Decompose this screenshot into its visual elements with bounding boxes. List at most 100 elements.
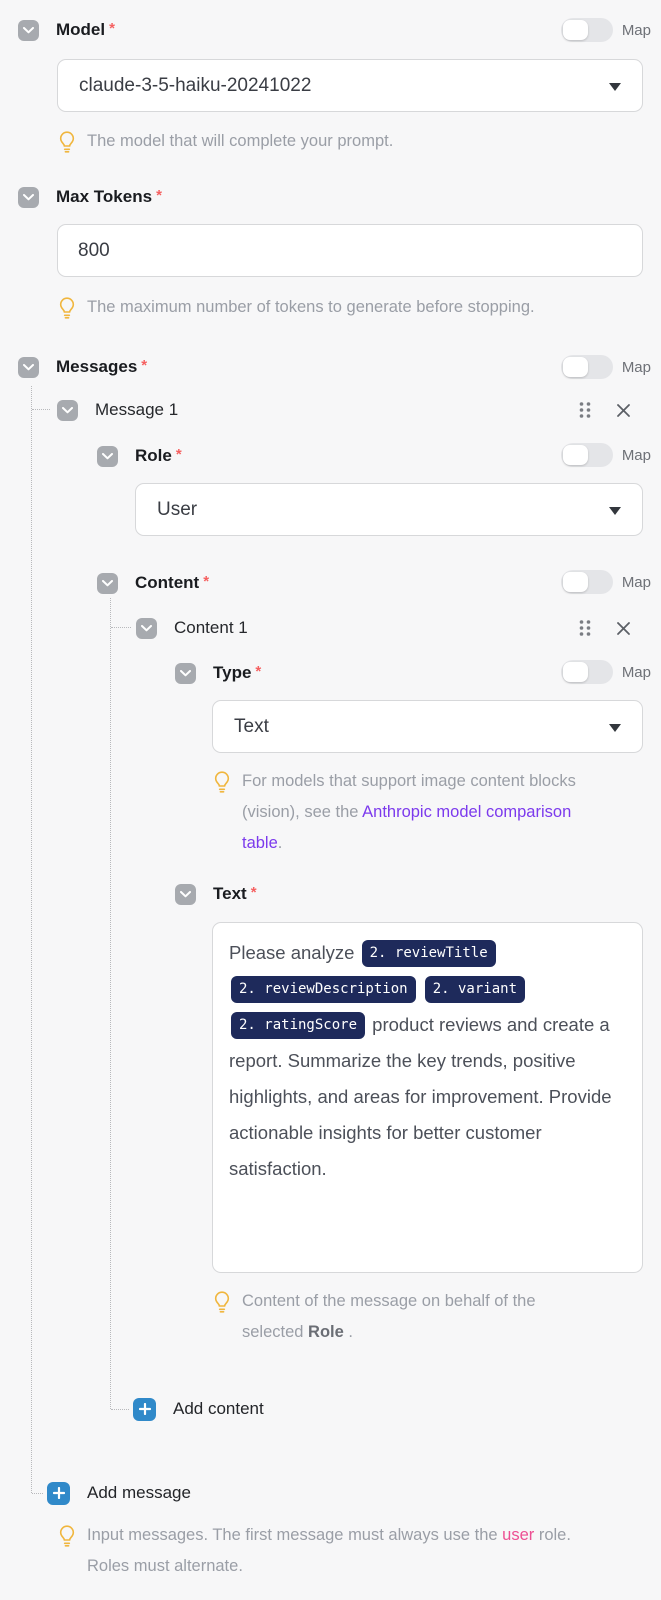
text-field-header: Text* — [175, 883, 257, 905]
map-toggle-label: Map — [621, 21, 651, 39]
messages-field-header: Messages* — [18, 356, 147, 378]
collapse-chevron-icon[interactable] — [175, 662, 196, 684]
model-field-header: Model* — [18, 19, 115, 41]
text-hint: Content of the message on behalf of the … — [213, 1286, 582, 1348]
type-hint-text: For models that support image content bl… — [242, 772, 576, 852]
lightbulb-icon — [59, 1525, 75, 1547]
text-hint-text: Content of the message on behalf of the … — [242, 1292, 536, 1341]
add-message-label: Add message — [87, 1483, 191, 1502]
content-field-header: Content* — [97, 572, 209, 594]
toggle-knob — [562, 357, 588, 377]
chevron-down-icon — [609, 506, 621, 515]
model-select[interactable]: claude-3-5-haiku-20241022 — [57, 59, 643, 112]
add-message-button[interactable]: Add message — [47, 1481, 191, 1505]
collapse-chevron-icon[interactable] — [18, 356, 39, 378]
plus-icon — [133, 1397, 156, 1421]
max-tokens-hint: The maximum number of tokens to generate… — [58, 292, 535, 323]
variable-chip[interactable]: 2. reviewDescription — [231, 976, 416, 1003]
map-toggle[interactable] — [560, 355, 613, 379]
chevron-down-icon — [609, 723, 621, 732]
type-field-header: Type* — [175, 662, 261, 684]
collapse-chevron-icon[interactable] — [18, 19, 39, 41]
collapse-chevron-icon[interactable] — [18, 186, 39, 208]
type-select[interactable]: Text — [212, 700, 643, 753]
tree-line — [32, 1493, 43, 1494]
required-marker: * — [141, 357, 148, 374]
remove-message-icon[interactable] — [615, 402, 632, 419]
tree-line — [31, 386, 32, 1493]
variable-chip[interactable]: 2. reviewTitle — [361, 940, 496, 967]
plus-icon — [47, 1481, 70, 1505]
collapse-chevron-icon[interactable] — [136, 617, 157, 639]
required-marker: * — [109, 20, 115, 37]
max-tokens-label: Max Tokens* — [56, 187, 162, 206]
map-toggle[interactable] — [560, 570, 613, 594]
type-select-value: Text — [234, 715, 269, 737]
drag-handle-icon[interactable] — [578, 401, 592, 419]
variable-chip[interactable]: 2. variant — [424, 976, 526, 1003]
role-select-value: User — [157, 498, 198, 520]
messages-label: Messages* — [56, 357, 148, 376]
lightbulb-icon — [214, 771, 230, 793]
add-content-label: Add content — [173, 1399, 264, 1418]
text-field-content: Please analyze 2. reviewTitle 2. reviewD… — [229, 940, 612, 1179]
model-hint-text: The model that will complete your prompt… — [87, 132, 394, 150]
add-content-button[interactable]: Add content — [133, 1397, 264, 1421]
type-map-toggle-group: Map — [560, 660, 651, 684]
model-select-value: claude-3-5-haiku-20241022 — [79, 74, 312, 96]
toggle-knob — [562, 662, 588, 682]
required-marker: * — [250, 884, 257, 901]
lightbulb-icon — [214, 1291, 230, 1313]
text-field-editor[interactable]: Please analyze 2. reviewTitle 2. reviewD… — [212, 922, 643, 1273]
type-hint: For models that support image content bl… — [213, 766, 600, 859]
toggle-knob — [562, 445, 588, 465]
collapse-chevron-icon[interactable] — [97, 445, 118, 467]
message-1-row: Message 1 — [57, 399, 178, 421]
map-toggle[interactable] — [560, 660, 613, 684]
role-field-header: Role* — [97, 445, 182, 467]
map-toggle-label: Map — [621, 573, 651, 591]
content-1-actions — [578, 617, 632, 639]
messages-hint: Input messages. The first message must a… — [58, 1520, 577, 1582]
type-label: Type* — [213, 663, 262, 682]
lightbulb-icon — [59, 131, 75, 153]
content-label: Content* — [135, 573, 210, 592]
user-role-code: user — [502, 1526, 535, 1544]
tree-line — [110, 598, 111, 1409]
anthropic-model-comparison-link[interactable]: Anthropic model comparison table — [242, 803, 572, 852]
lightbulb-icon — [59, 297, 75, 319]
max-tokens-input[interactable] — [57, 224, 643, 277]
map-toggle[interactable] — [560, 18, 613, 42]
message-1-actions — [578, 399, 632, 421]
variable-chip[interactable]: 2. ratingScore — [231, 1012, 366, 1039]
tree-line — [111, 1409, 129, 1410]
chevron-down-icon — [609, 82, 621, 91]
collapse-chevron-icon[interactable] — [175, 883, 196, 905]
remove-content-icon[interactable] — [615, 620, 632, 637]
message-1-label: Message 1 — [95, 400, 179, 419]
map-toggle-label: Map — [621, 358, 651, 376]
required-marker: * — [203, 573, 210, 590]
map-toggle-label: Map — [621, 446, 651, 464]
collapse-chevron-icon[interactable] — [97, 572, 118, 594]
messages-map-toggle-group: Map — [560, 355, 651, 379]
role-label: Role* — [135, 446, 182, 465]
max-tokens-hint-text: The maximum number of tokens to generate… — [87, 298, 535, 316]
required-marker: * — [156, 187, 162, 204]
max-tokens-field-header: Max Tokens* — [18, 186, 162, 208]
collapse-chevron-icon[interactable] — [57, 399, 78, 421]
drag-handle-icon[interactable] — [578, 619, 592, 637]
model-label: Model* — [56, 20, 115, 39]
content-1-label: Content 1 — [174, 618, 248, 637]
map-toggle[interactable] — [560, 443, 613, 467]
toggle-knob — [562, 572, 588, 592]
required-marker: * — [255, 663, 262, 680]
content-1-row: Content 1 — [136, 617, 248, 639]
role-select[interactable]: User — [135, 483, 643, 536]
role-map-toggle-group: Map — [560, 443, 651, 467]
tree-line — [32, 409, 50, 410]
text-label: Text* — [213, 884, 257, 903]
content-map-toggle-group: Map — [560, 570, 651, 594]
model-map-toggle-group: Map — [560, 18, 651, 42]
